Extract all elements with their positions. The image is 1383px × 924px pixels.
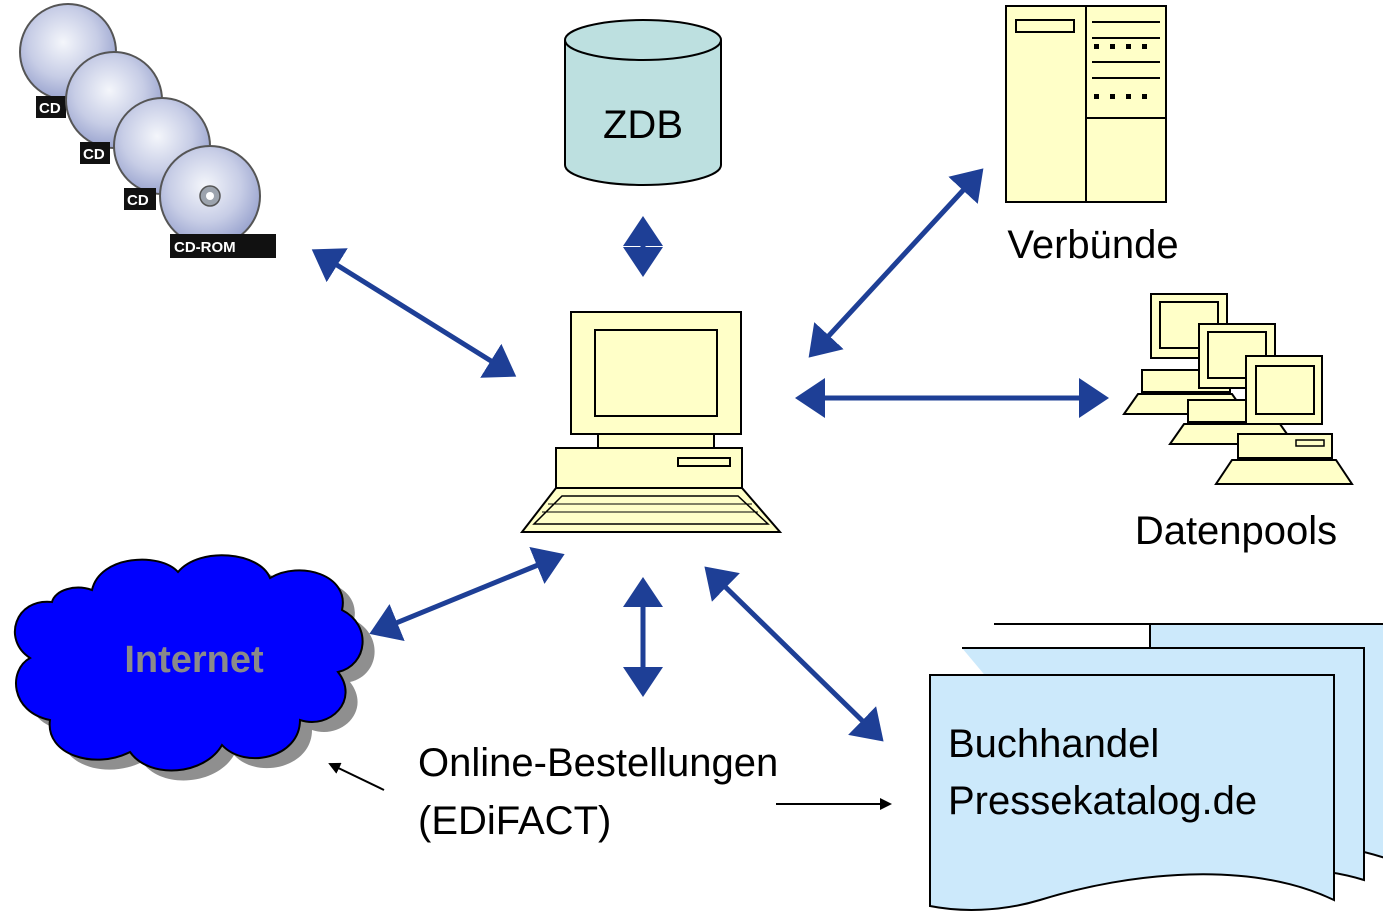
cd-label-2: CD xyxy=(83,146,105,163)
cd-label-4: CD-ROM xyxy=(174,239,236,256)
cd-label-1: CD xyxy=(39,100,61,117)
buchhandel-label: Buchhandel xyxy=(948,722,1159,766)
server-icon xyxy=(1005,5,1167,203)
arrow-online-to-internet xyxy=(328,762,385,791)
arrow-buchhandel-computer xyxy=(704,566,884,742)
pressekatalog-label: Pressekatalog.de xyxy=(948,779,1257,823)
internet-label: Internet xyxy=(124,639,264,681)
central-computer-icon xyxy=(519,311,783,533)
internet-cloud-icon: Internet xyxy=(13,554,375,781)
datenpools-computers-icon xyxy=(1122,293,1354,485)
cd-disc-4: CD-ROM xyxy=(159,145,276,258)
verbuende-label: Verbünde xyxy=(1007,223,1178,267)
document-stack-icon: Buchhandel Pressekatalog.de xyxy=(929,623,1383,911)
arrow-internet-computer xyxy=(369,546,565,642)
arrow-cdrom-computer xyxy=(311,248,517,378)
cd-rom-stack-icon: CD CD CD CD-ROM xyxy=(19,3,276,258)
edifact-label: (EDiFACT) xyxy=(418,799,611,843)
datenpools-label: Datenpools xyxy=(1135,509,1337,553)
arrow-verbuende-computer xyxy=(808,168,984,358)
cd-label-3: CD xyxy=(127,192,149,209)
online-bestellungen-label: Online-Bestellungen xyxy=(418,741,778,785)
zdb-label: ZDB xyxy=(603,103,683,147)
zdb-database-icon: ZDB xyxy=(564,19,722,186)
